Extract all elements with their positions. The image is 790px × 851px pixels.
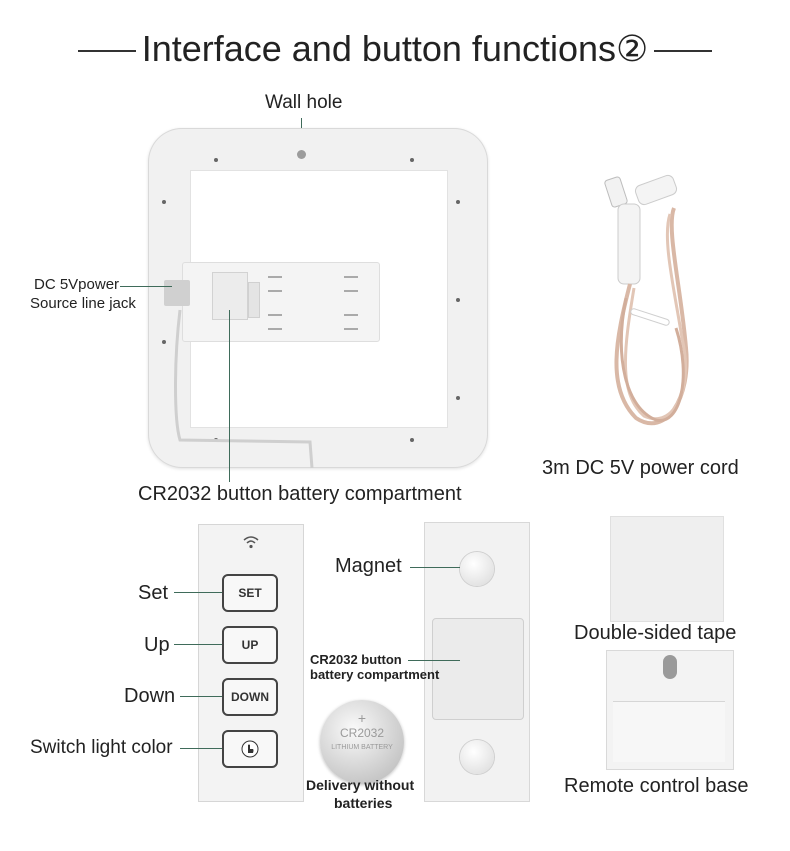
holder-battery-label-line2: battery compartment — [310, 667, 440, 682]
up-leader — [174, 644, 222, 645]
battery-compartment-leader — [229, 310, 230, 482]
delivery-label-line1: Delivery without — [306, 777, 415, 793]
power-cord-image — [604, 174, 689, 426]
power-cord-label: 3m DC 5V power cord — [542, 457, 739, 479]
down-label: Down — [124, 685, 176, 707]
switch-light-color-label: Switch light color — [30, 737, 173, 758]
magnet-label: Magnet — [335, 555, 402, 577]
up-button[interactable]: UP — [222, 626, 278, 664]
magnet-leader — [410, 567, 460, 568]
battery-cover — [212, 272, 248, 320]
battery-compartment-label: CR2032 button battery compartment — [138, 483, 462, 505]
holder-battery-leader — [408, 660, 460, 661]
vent-slot — [344, 314, 358, 330]
down-leader — [180, 696, 222, 697]
light-color-button[interactable] — [222, 730, 278, 768]
frame-screw — [456, 396, 460, 400]
battery-latch — [248, 282, 260, 318]
touch-hand-icon — [241, 740, 259, 758]
holder-battery-label-line1: CR2032 button — [310, 652, 402, 667]
dc-power-leader — [120, 286, 172, 287]
title-dash-left — [77, 50, 136, 53]
dc-power-label-line2: Source line jack — [30, 295, 136, 312]
down-button[interactable]: DOWN — [222, 678, 278, 716]
vent-slot — [344, 276, 358, 292]
dc-power-label-line1: DC 5Vpower — [34, 276, 120, 293]
coin-model: CR2032 — [339, 726, 385, 740]
vent-slot — [268, 276, 282, 292]
set-leader — [174, 592, 222, 593]
vent-slot — [268, 314, 282, 330]
set-label: Set — [138, 582, 169, 604]
switch-light-color-leader — [180, 748, 222, 749]
plus-sign: + — [357, 710, 367, 726]
title-text: Interface and button functions② — [141, 28, 649, 69]
set-button[interactable]: SET — [222, 574, 278, 612]
title-dash-right — [654, 50, 713, 53]
delivery-label-line2: batteries — [334, 795, 393, 811]
magnet-bottom — [460, 740, 494, 774]
remote-control-base — [606, 650, 734, 770]
up-label: Up — [144, 634, 170, 656]
internal-wire — [174, 309, 314, 469]
dc-power-jack — [164, 280, 190, 306]
frame-screw — [410, 438, 414, 442]
double-sided-tape — [610, 516, 724, 622]
remote-base-label: Remote control base — [564, 775, 749, 797]
magnet-top — [460, 552, 494, 586]
wifi-signal-icon — [243, 536, 259, 549]
page-title: Interface and button functions② — [0, 28, 790, 70]
frame-screw — [410, 158, 414, 162]
coin-battery: + CR2032 LITHIUM BATTERY — [320, 700, 404, 784]
holder-battery-slot — [432, 618, 524, 720]
frame-screw — [214, 158, 218, 162]
frame-screw — [456, 298, 460, 302]
coin-text: LITHIUM BATTERY — [331, 744, 393, 751]
frame-screw — [162, 200, 166, 204]
wall-hole-label: Wall hole — [265, 92, 343, 113]
base-pocket — [613, 701, 725, 762]
frame-screw — [456, 200, 460, 204]
wall-hole — [297, 150, 306, 159]
double-sided-tape-label: Double-sided tape — [574, 622, 737, 644]
frame-screw — [162, 340, 166, 344]
base-mount-hole — [663, 655, 677, 679]
